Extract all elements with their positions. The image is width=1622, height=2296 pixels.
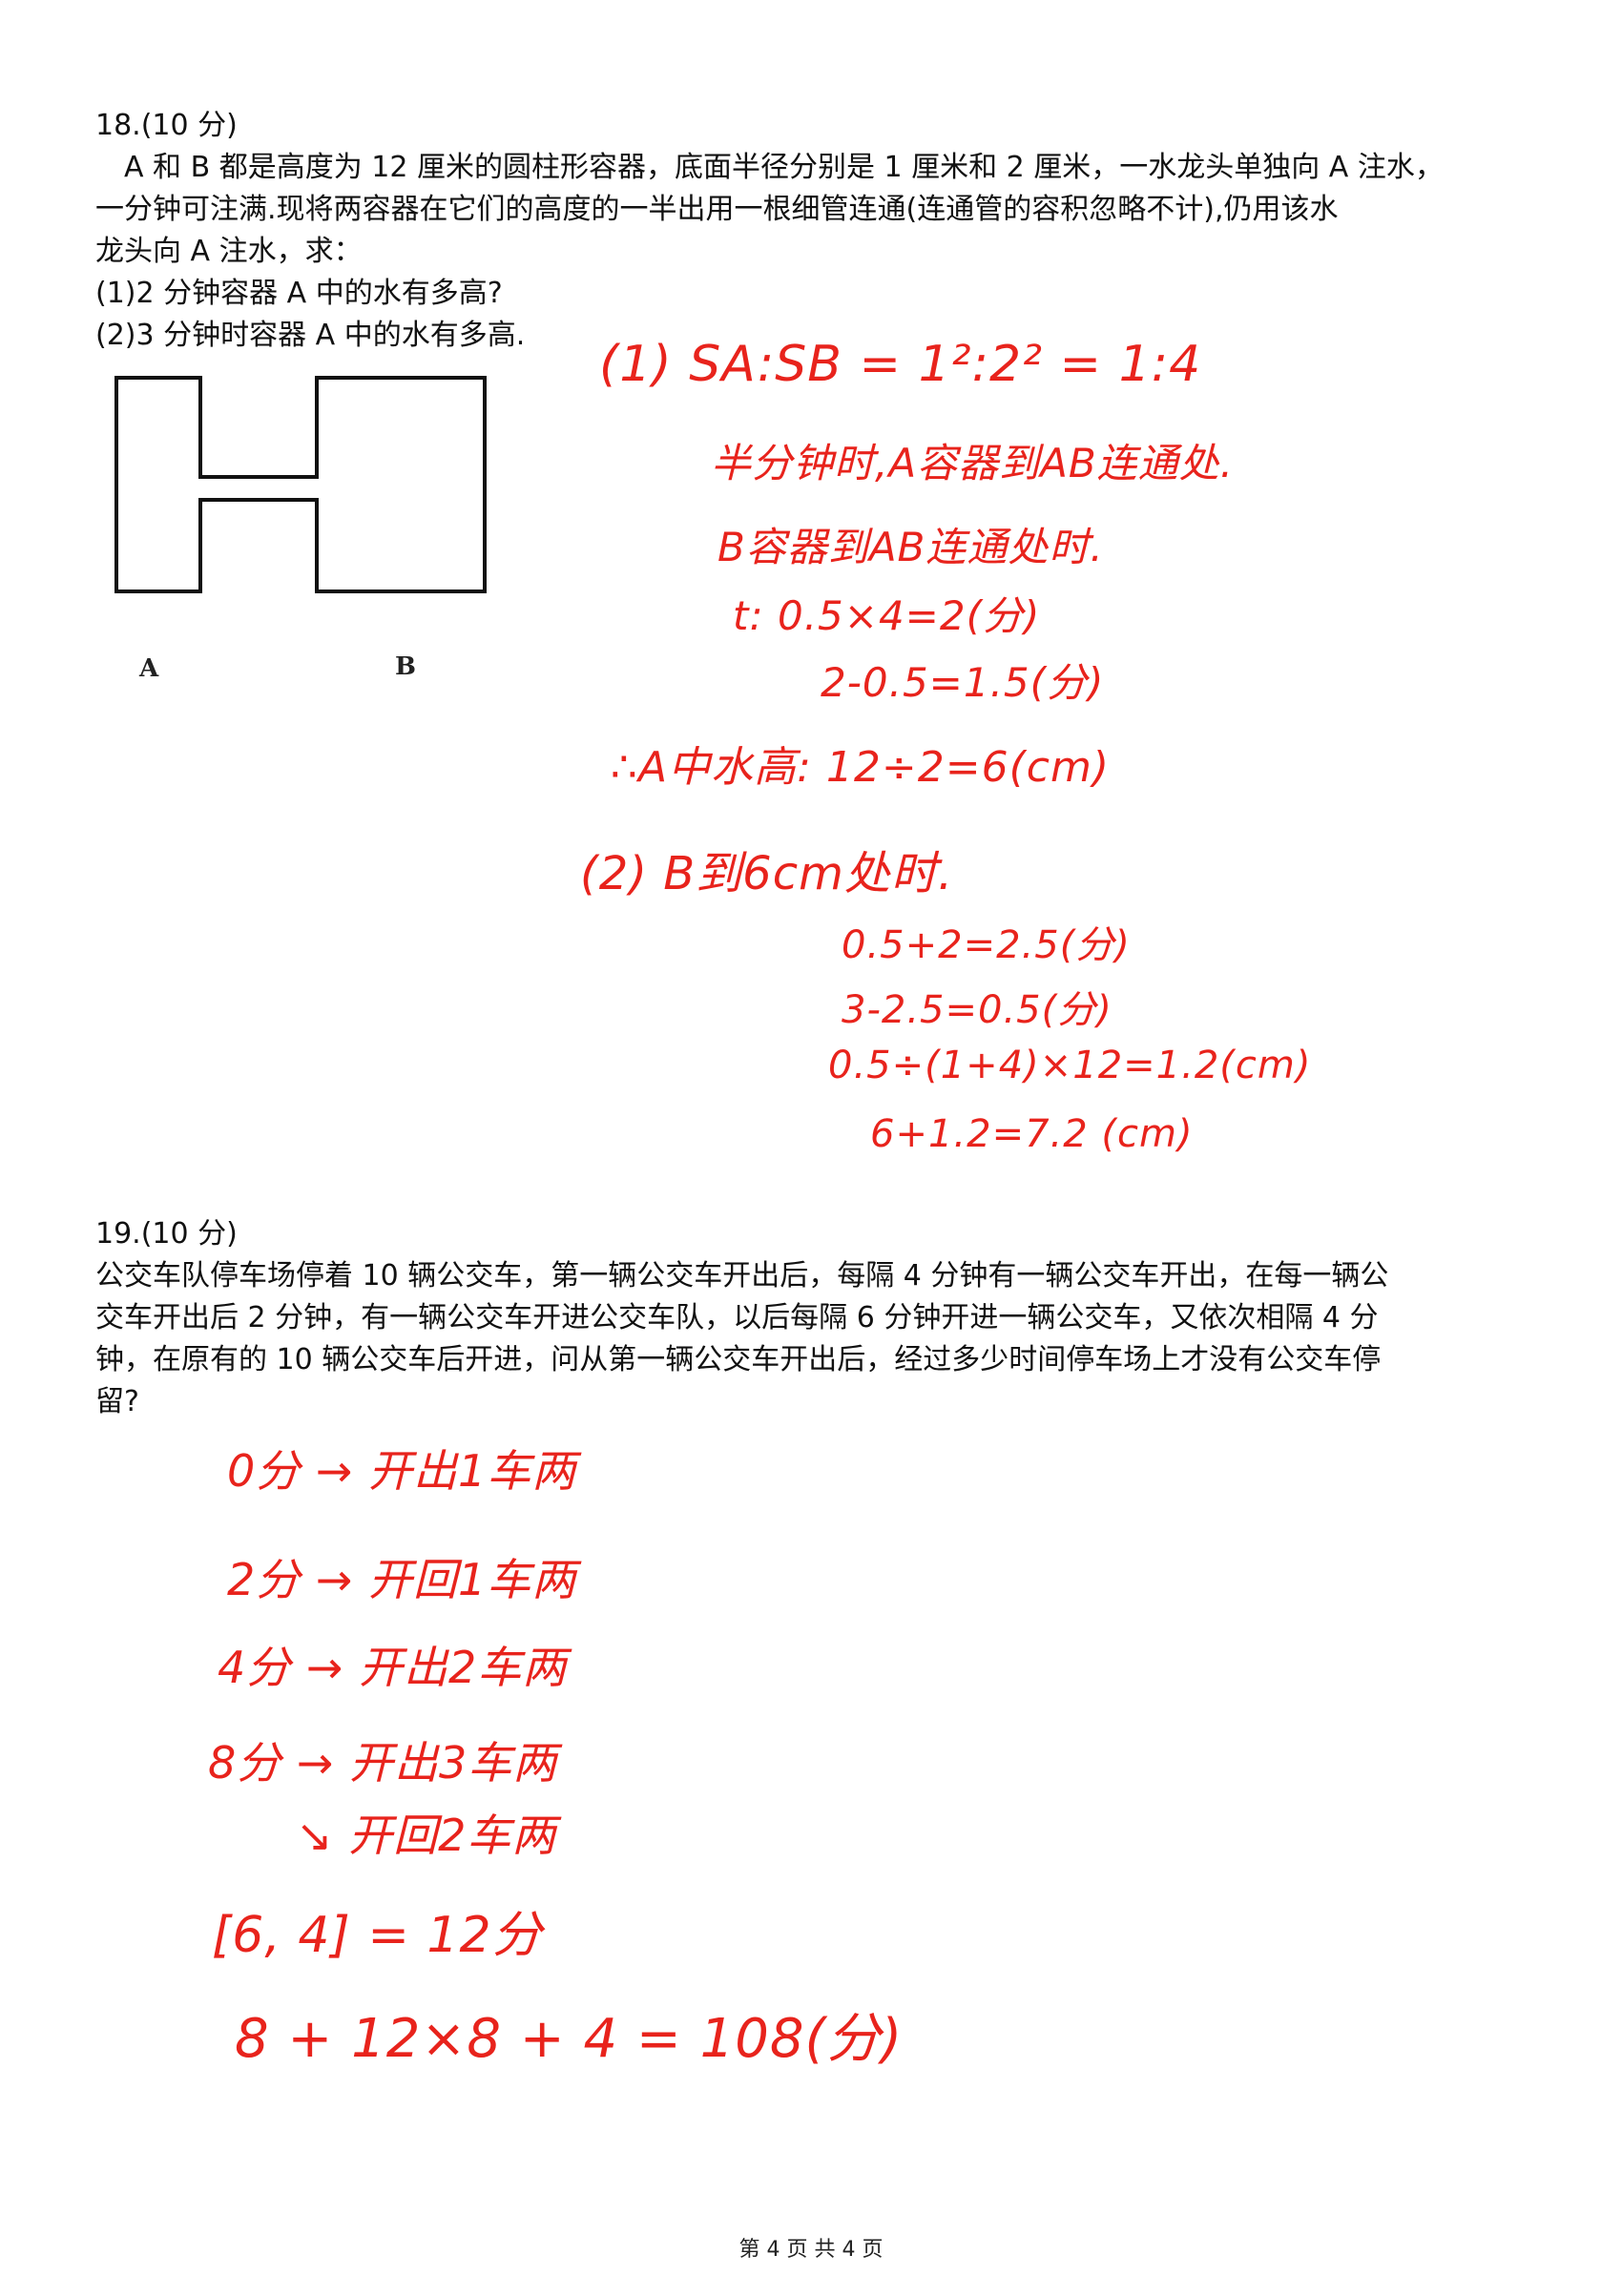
container-diagram-shape: [114, 376, 487, 593]
q18-body: A 和 B 都是高度为 12 厘米的圆柱形容器，底面半径分别是 1 厘米和 2 …: [95, 147, 1555, 357]
page-footer: 第 4 页 共 4 页: [738, 2238, 884, 2262]
container-diagram: A B: [105, 370, 506, 685]
q19-hw-line-5: ↘ 开回2车两: [296, 1810, 557, 1861]
q19-line-3: 钟，在原有的 10 辆公交车后开进，问从第一辆公交车开出后，经过多少时间停车场上…: [95, 1343, 1382, 1376]
q19-line-2: 交车开出后 2 分钟，有一辆公交车开进公交车队，以后每隔 6 分钟开进一辆公交车…: [95, 1301, 1379, 1334]
q18-hw-line-7: (2) B到6cm处时.: [580, 847, 954, 900]
q19-hw-line-6: [6, 4] = 12分: [212, 1907, 543, 1964]
q18-header: 18.(10 分): [95, 109, 238, 142]
q19-hw-line-7: 8 + 12×8 + 4 = 108(分): [235, 2008, 904, 2070]
q18-hw-line-8: 0.5+2=2.5(分): [842, 923, 1131, 967]
q18-hw-line-10: 0.5÷(1+4)×12=1.2(cm): [828, 1044, 1312, 1087]
q18-hw-line-3: B容器到AB连通处时.: [717, 524, 1104, 570]
q18-hw-line-6: ∴A中水高: 12÷2=6(cm): [611, 743, 1110, 792]
q18-hw-line-4: t: 0.5×4=2(分): [733, 592, 1041, 639]
container-label-a: A: [139, 654, 159, 683]
q18-hw-line-5: 2-0.5=1.5(分): [821, 659, 1105, 706]
container-label-b: B: [395, 652, 416, 681]
q19-hw-line-4: 8分 → 开出3车两: [208, 1737, 558, 1789]
q19-line-1: 公交车队停车场停着 10 辆公交车，第一辆公交车开出后，每隔 4 分钟有一辆公交…: [95, 1259, 1389, 1293]
q19-line-4: 留?: [95, 1385, 139, 1418]
q19-body: 公交车队停车场停着 10 辆公交车，第一辆公交车开出后，每隔 4 分钟有一辆公交…: [95, 1255, 1555, 1423]
q18-sub-1: (1)2 分钟容器 A 中的水有多高?: [95, 277, 503, 310]
q19-hw-line-1: 0分 → 开出1车两: [227, 1445, 577, 1497]
q19-hw-line-2: 2分 → 开回1车两: [227, 1554, 577, 1605]
q18-line-1: A 和 B 都是高度为 12 厘米的圆柱形容器，底面半径分别是 1 厘米和 2 …: [95, 151, 1444, 184]
q18-sub-2: (2)3 分钟时容器 A 中的水有多高.: [95, 319, 526, 352]
q19-header: 19.(10 分): [95, 1217, 238, 1251]
q18-hw-line-11: 6+1.2=7.2 (cm): [870, 1112, 1194, 1156]
q18-line-3: 龙头向 A 注水，求：: [95, 235, 363, 268]
q18-line-2: 一分钟可注满.现将两容器在它们的高度的一半出用一根细管连通(连通管的容积忽略不计…: [95, 193, 1339, 226]
q18-hw-ratio: (1) SA:SB = 1²:2² = 1:4: [599, 336, 1202, 393]
q18-hw-line-9: 3-2.5=0.5(分): [842, 988, 1113, 1032]
q19-hw-line-3: 4分 → 开出2车两: [218, 1642, 568, 1693]
q18-hw-line-2: 半分钟时,A容器到AB连通处.: [711, 440, 1234, 486]
